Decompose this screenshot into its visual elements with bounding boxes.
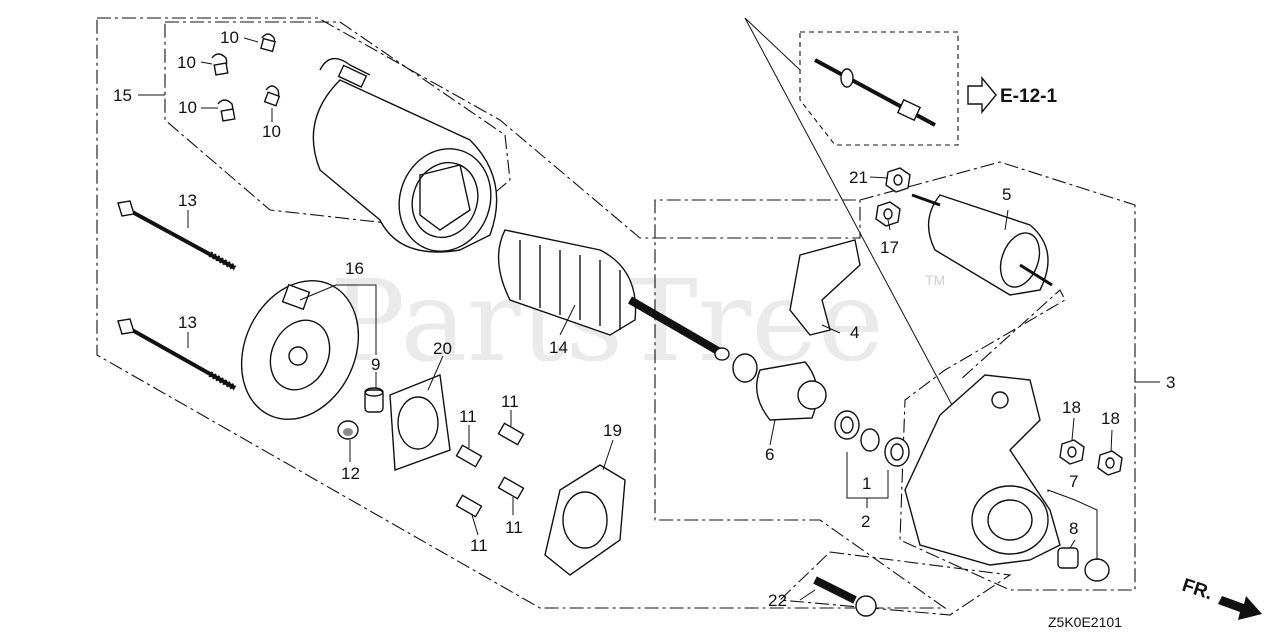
callout-13: 13	[178, 191, 197, 210]
callout-18: 18	[1101, 409, 1120, 428]
callout-17: 17	[880, 238, 899, 257]
housing-group-outline	[859, 161, 1136, 591]
callout-9: 9	[371, 355, 380, 374]
callout-18: 18	[1062, 398, 1081, 417]
reference-box	[799, 31, 959, 146]
callout-15: 15	[113, 86, 132, 105]
outline-arrow-icon	[967, 76, 997, 114]
leader-lines	[138, 37, 1160, 601]
bolt-group-outline	[778, 551, 1012, 616]
callout-1: 1	[862, 474, 871, 493]
front-housing[interactable]	[904, 374, 1061, 566]
callout-3: 3	[1166, 373, 1175, 392]
bushing-8[interactable]	[1057, 547, 1079, 569]
drawing-code: Z5K0E2101	[1048, 614, 1122, 630]
through-bolt-13b[interactable]	[117, 318, 237, 391]
callout-13: 13	[178, 313, 197, 332]
callout-19: 19	[603, 421, 622, 440]
callout-20: 20	[433, 339, 452, 358]
grommet[interactable]	[337, 420, 359, 440]
brush-holder[interactable]	[544, 464, 626, 576]
yoke-housing[interactable]	[312, 57, 505, 265]
brush-part-10[interactable]	[211, 33, 281, 122]
washers[interactable]	[834, 410, 910, 467]
callout-10: 10	[178, 98, 197, 117]
callout-8: 8	[1069, 519, 1078, 538]
flange-bolt-22[interactable]	[813, 576, 877, 617]
reference-leader	[744, 17, 961, 421]
callout-10: 10	[262, 122, 281, 141]
through-bolt-13a[interactable]	[117, 200, 237, 271]
reference-label[interactable]: E-12-1	[1000, 86, 1057, 107]
brush-plate[interactable]	[389, 374, 451, 471]
arrow-right-icon	[1218, 596, 1262, 620]
callout-10: 10	[177, 53, 196, 72]
callout-10: 10	[220, 28, 239, 47]
callout-11: 11	[501, 392, 519, 411]
trademark: TM	[925, 272, 945, 288]
callout-6: 6	[765, 445, 774, 464]
cap-7[interactable]	[1084, 558, 1110, 582]
solenoid[interactable]	[911, 193, 1053, 296]
callout-7: 7	[1069, 472, 1078, 491]
bushing[interactable]	[364, 387, 384, 413]
armature[interactable]	[497, 229, 730, 361]
direction-label: FR.	[1179, 575, 1215, 604]
callout-21: 21	[849, 168, 868, 187]
nut-18a[interactable]	[1059, 439, 1085, 465]
reference-link[interactable]: E-12-1	[967, 76, 1057, 114]
callout-11: 11	[505, 518, 523, 537]
rear-cover[interactable]	[220, 262, 381, 439]
motor-assembly-outline	[96, 17, 947, 609]
nut-18b[interactable]	[1097, 450, 1123, 476]
front-direction-indicator: FR.	[1179, 575, 1262, 620]
callout-12: 12	[341, 464, 360, 483]
nut-17[interactable]	[875, 201, 901, 227]
pinion-clutch[interactable]	[732, 353, 827, 421]
callout-14: 14	[549, 338, 568, 357]
callouts: 15 10 10 10 10 13 13 16 9 12 20 11 11 11…	[113, 28, 1175, 610]
reference-bolt	[814, 58, 936, 127]
callout-2: 2	[861, 512, 870, 531]
callout-4: 4	[850, 323, 859, 342]
reference-leader-2	[744, 17, 801, 71]
callout-22: 22	[768, 591, 787, 610]
springs[interactable]	[455, 422, 525, 518]
callout-5: 5	[1002, 185, 1011, 204]
callout-11: 11	[459, 407, 477, 426]
shift-lever[interactable]	[789, 239, 861, 336]
callout-11: 11	[470, 536, 488, 555]
callout-16: 16	[345, 259, 364, 278]
nut-21[interactable]	[885, 167, 911, 193]
